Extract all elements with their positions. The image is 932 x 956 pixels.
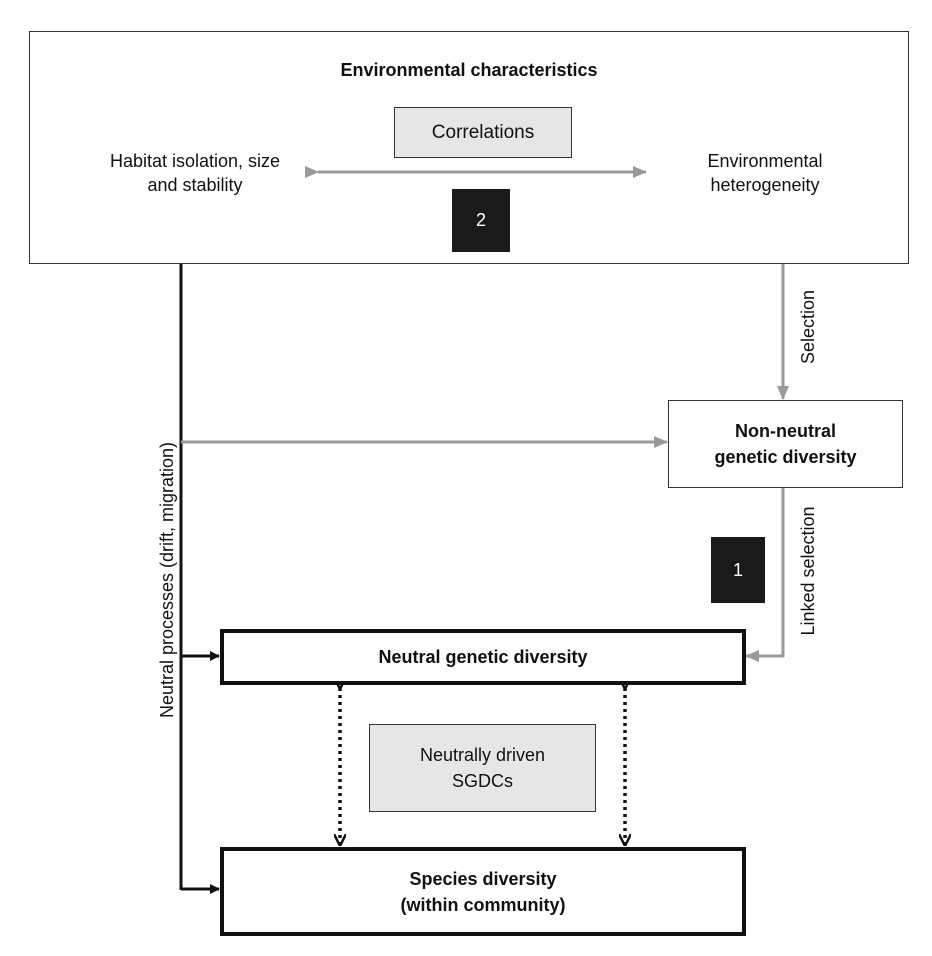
sgdc-line-1: Neutrally driven bbox=[419, 745, 546, 765]
environmental-characteristics-box bbox=[29, 31, 909, 264]
linked-selection-label: Linked selection bbox=[798, 506, 818, 636]
linked-selection-arrow bbox=[745, 488, 785, 662]
badge-2-label: 2 bbox=[475, 210, 486, 230]
neutral-genetic-diversity-box: Neutral genetic diversity bbox=[220, 629, 746, 685]
species-line-1: Species diversity bbox=[409, 868, 557, 889]
badge-1-label: 1 bbox=[732, 559, 743, 580]
neutral-genetic-diversity-label: Neutral genetic diversity bbox=[378, 646, 588, 667]
environmental-characteristics-title: Environmental characteristics bbox=[340, 60, 598, 80]
correlations-box: Correlations bbox=[394, 107, 572, 158]
non-neutral-line-1: Non-neutral bbox=[735, 421, 836, 441]
habitat-line-2: and stability bbox=[147, 175, 243, 195]
non-neutral-line-2: genetic diversity bbox=[714, 447, 857, 467]
heterogeneity-line-1: Environmental bbox=[707, 151, 823, 171]
selection-label: Selection bbox=[798, 289, 818, 365]
species-line-2: (within community) bbox=[400, 894, 566, 915]
species-diversity-box: Species diversity (within community) bbox=[220, 847, 746, 936]
habitat-text: Habitat isolation, size and stability bbox=[80, 149, 310, 197]
badge-1: 1 bbox=[711, 537, 765, 603]
heterogeneity-line-2: heterogeneity bbox=[710, 175, 820, 195]
correlations-label: Correlations bbox=[431, 121, 535, 143]
heterogeneity-text: Environmental heterogeneity bbox=[665, 149, 865, 197]
badge-2: 2 bbox=[452, 189, 510, 252]
non-neutral-genetic-diversity-box: Non-neutral genetic diversity bbox=[668, 400, 903, 488]
neutral-processes-label: Neutral processes (drift, migration) bbox=[157, 441, 177, 719]
sgdc-line-2: SGDCs bbox=[451, 771, 513, 791]
habitat-line-1: Habitat isolation, size bbox=[109, 151, 281, 171]
sgdc-box: Neutrally driven SGDCs bbox=[369, 724, 596, 812]
